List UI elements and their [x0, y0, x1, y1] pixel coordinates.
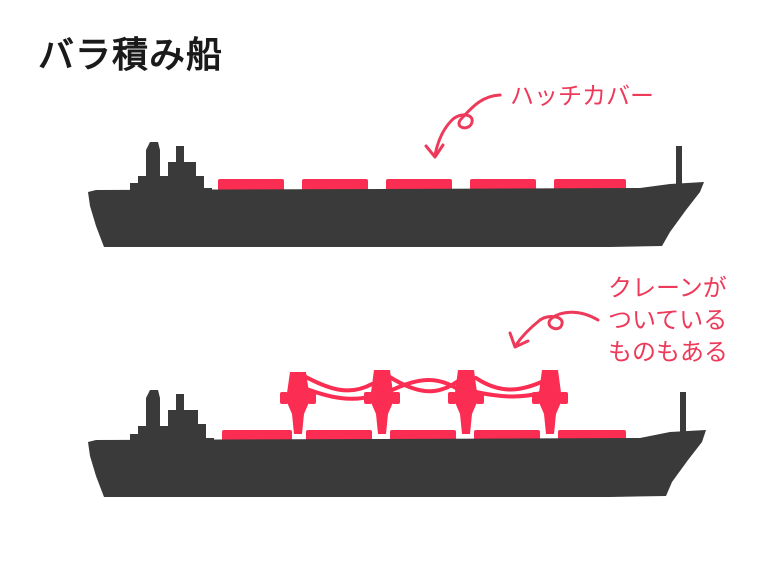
crane-note-label: クレーンが ついている ものもある	[608, 272, 728, 368]
hull-2	[88, 430, 706, 497]
bulk-carrier-ship-1	[88, 142, 704, 247]
crane-3	[448, 370, 484, 434]
crane-2	[364, 370, 400, 434]
superstructure-1	[130, 142, 212, 192]
crane-note-line-1: クレーンが	[608, 274, 727, 302]
page-title: バラ積み船	[38, 35, 224, 76]
crane-arrow	[514, 310, 600, 347]
crane-1	[280, 372, 316, 434]
superstructure-2	[130, 390, 214, 442]
bow-mast-1	[676, 146, 682, 184]
crane-note-line-2: ついている	[608, 306, 728, 334]
hatch-covers-1	[218, 179, 626, 191]
hull-1	[88, 182, 704, 247]
bulk-carrier-ship-2	[88, 370, 706, 497]
hatch-arrow	[433, 93, 502, 157]
hatch-cover-label: ハッチカバー	[510, 82, 654, 110]
crane-4	[532, 370, 568, 434]
bow-mast-2	[680, 392, 686, 432]
cranes	[280, 370, 568, 434]
crane-booms	[302, 374, 548, 401]
crane-note-line-3: ものもある	[608, 338, 728, 366]
